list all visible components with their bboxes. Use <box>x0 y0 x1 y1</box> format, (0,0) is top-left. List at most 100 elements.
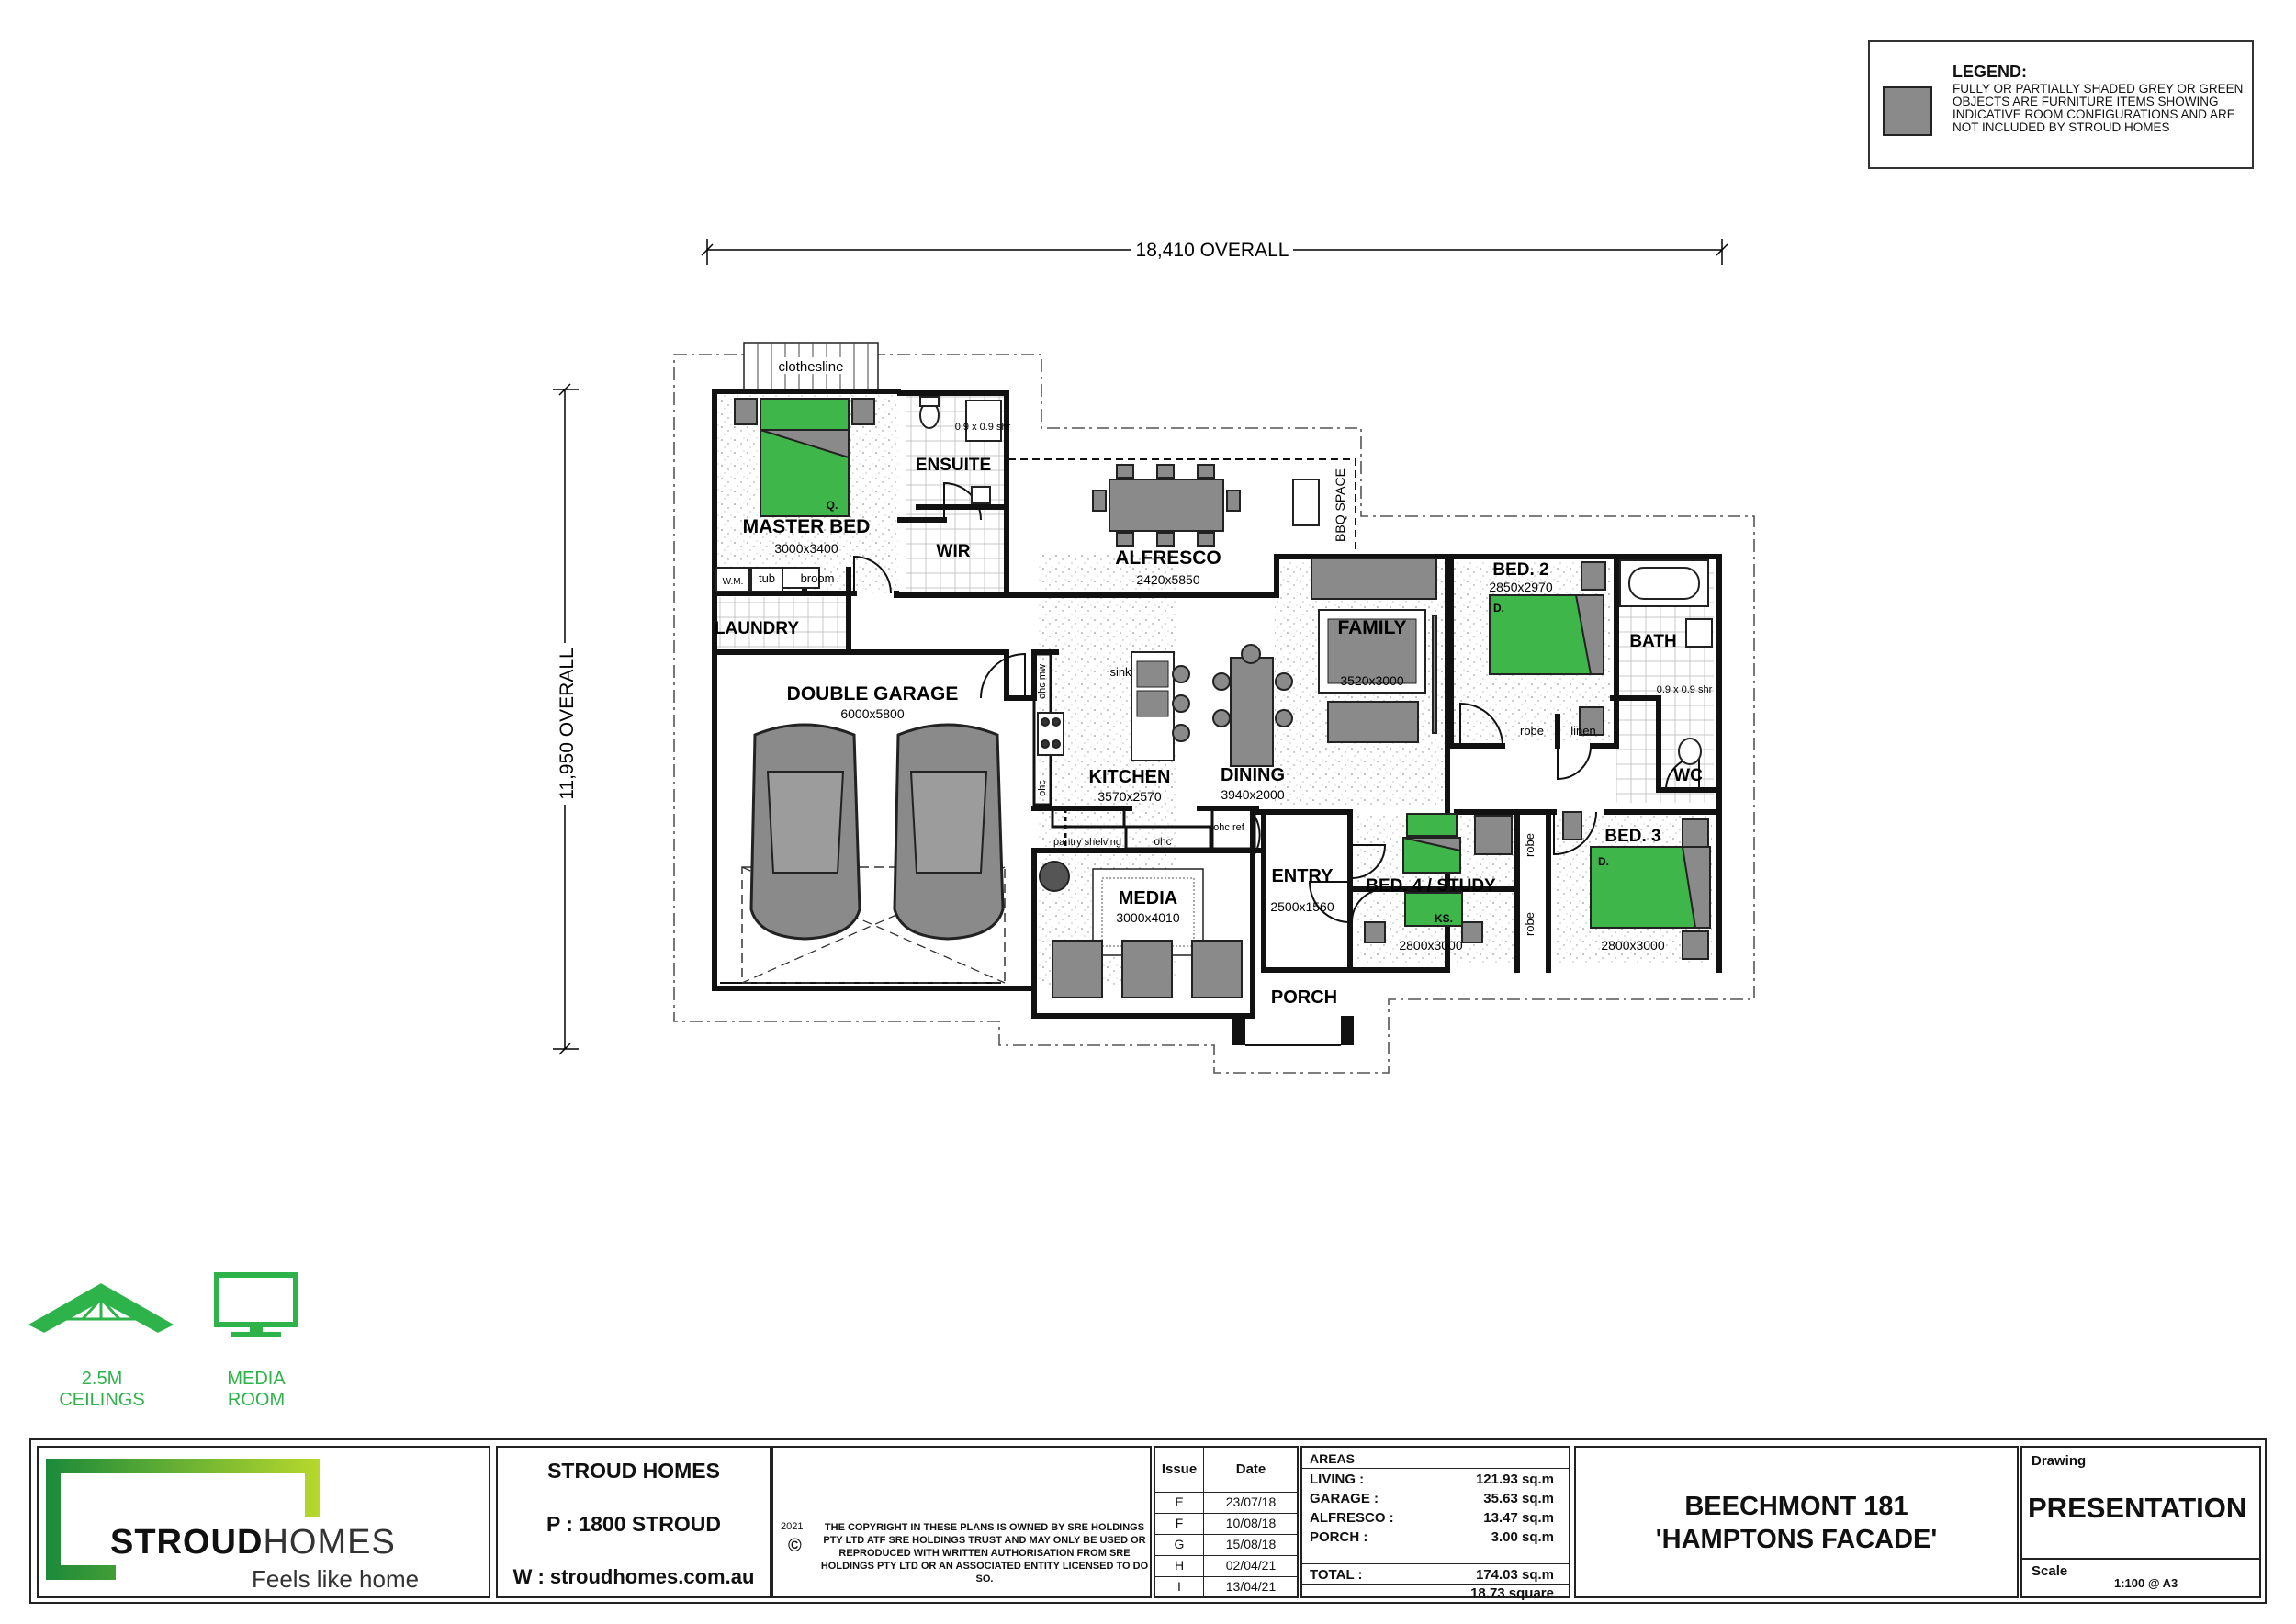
room-double-garage-size: 6000x5800 <box>840 706 905 721</box>
label-linen: linen <box>1570 724 1595 738</box>
copyright-year: 2021 <box>781 1521 804 1532</box>
contact-phone: P : 1800 STROUD <box>546 1512 722 1536</box>
room-laundry: LAUNDRY <box>715 619 800 638</box>
label-ohc-ref: ohc ref <box>1213 822 1245 833</box>
area-label: LIVING : <box>1310 1472 1365 1487</box>
room-family-size: 3520x3000 <box>1340 673 1404 688</box>
room-family: FAMILY <box>1337 617 1406 638</box>
areas-total-value: 174.03 sq.m <box>1475 1567 1554 1583</box>
label-bed-queen: Q. <box>827 499 838 512</box>
room-media-size: 3000x4010 <box>1116 910 1180 925</box>
areas-title: AREAS <box>1310 1451 1356 1466</box>
feature-media-room: MEDIA ROOM <box>227 1369 286 1410</box>
issue-date: 15/08/18 <box>1203 1534 1299 1556</box>
label-ohc: ohc <box>1154 835 1171 848</box>
copyright-text: THE COPYRIGHT IN THESE PLANS IS OWNED BY… <box>820 1522 1149 1585</box>
areas-total-label: TOTAL : <box>1310 1567 1363 1583</box>
room-porch: PORCH <box>1271 987 1337 1008</box>
room-kitchen-size: 3570x2570 <box>1097 789 1162 804</box>
issue-date: 13/04/21 <box>1203 1576 1299 1598</box>
roof-truss-icon <box>28 1283 174 1333</box>
garage-cars <box>720 723 1006 984</box>
issue-header: Issue <box>1155 1448 1204 1493</box>
alfresco-boundary <box>1008 458 1356 593</box>
project-name: BEECHMONT 181 <box>1684 1492 1908 1521</box>
project-cell: BEECHMONT 181 'HAMPTONS FACADE' <box>1574 1446 2019 1598</box>
room-dining: DINING <box>1221 765 1285 785</box>
room-ensuite: ENSUITE <box>916 456 991 475</box>
scale-value: 1:100 @ A3 <box>2114 1576 2178 1590</box>
label-tub: tub <box>759 571 775 585</box>
label-shower-ensuite: 0.9 x 0.9 shr <box>955 422 1011 433</box>
room-wir: WIR <box>937 542 971 561</box>
label-robe-bed4-a: robe <box>1523 833 1536 857</box>
room-bed2: BED. 2 <box>1492 560 1548 580</box>
label-ohc-side: ohc <box>1037 780 1048 796</box>
area-value: 3.00 sq.m <box>1491 1529 1554 1545</box>
contact-company: STROUD HOMES <box>547 1459 720 1483</box>
area-value: 121.93 sq.m <box>1475 1472 1554 1487</box>
room-bed3-size: 2800x3000 <box>1601 938 1665 953</box>
issue-code: H <box>1155 1555 1204 1577</box>
drawing-label: Drawing <box>2032 1453 2087 1469</box>
overall-width-label: 18,410 OVERALL <box>1136 240 1289 261</box>
room-alfresco: ALFRESCO <box>1115 547 1221 569</box>
label-bed3-double: D. <box>1598 855 1609 868</box>
overall-depth-label: 11,950 OVERALL <box>557 648 578 799</box>
drawing-value: PRESENTATION <box>2028 1492 2247 1524</box>
issue-code: F <box>1155 1513 1204 1535</box>
room-kitchen: KITCHEN <box>1089 767 1171 787</box>
label-shower-bath: 0.9 x 0.9 shr <box>1657 684 1713 695</box>
label-broom: broom <box>801 571 835 585</box>
issue-date: 10/08/18 <box>1203 1513 1299 1535</box>
room-entry: ENTRY <box>1271 866 1334 886</box>
area-value: 13.47 sq.m <box>1483 1510 1554 1526</box>
issue-date: 23/07/18 <box>1203 1492 1299 1514</box>
area-label: GARAGE : <box>1310 1491 1379 1506</box>
stroud-logo-mark <box>46 1459 320 1580</box>
issue-code: I <box>1155 1576 1204 1598</box>
fixture-labels: W.M. tub broom sink ohc mw ohc pantry sh… <box>723 422 1713 936</box>
label-wm: W.M. <box>723 577 744 587</box>
room-master-bed: MASTER BED <box>743 516 871 537</box>
date-header: Date <box>1203 1448 1299 1493</box>
monitor-icon <box>214 1272 298 1337</box>
door-swings <box>853 481 1700 923</box>
label-robe-bed4-b: robe <box>1523 912 1536 936</box>
area-value: 35.63 sq.m <box>1483 1491 1554 1506</box>
furniture <box>715 396 1713 998</box>
room-dining-size: 3940x2000 <box>1221 787 1285 802</box>
room-bbq: BBQ SPACE <box>1333 468 1347 542</box>
eave-outline <box>673 354 1755 1074</box>
brand-tagline: Feels like home <box>252 1565 420 1593</box>
contact-cell: STROUD HOMES P : 1800 STROUD W : stroudh… <box>496 1446 771 1598</box>
room-wc: WC <box>1673 766 1703 785</box>
room-bed4: BED. 4 / STUDY <box>1366 876 1496 896</box>
room-bath: BATH <box>1629 632 1676 651</box>
room-alfresco-size: 2420x5850 <box>1136 572 1200 587</box>
drawing-cell: Drawing PRESENTATION Scale 1:100 @ A3 <box>2020 1446 2261 1598</box>
copyright-cell: 2021 © THE COPYRIGHT IN THESE PLANS IS O… <box>771 1446 1152 1598</box>
label-ohc-mw: ohc mw <box>1037 664 1048 699</box>
issue-code: G <box>1155 1534 1204 1556</box>
title-block: STROUDHOMES Feels like home STROUD HOMES… <box>29 1438 2267 1604</box>
legend-text: FULLY OR PARTIALLY SHADED GREY OR GREEN … <box>1953 82 2244 134</box>
issue-date: 02/04/21 <box>1203 1555 1299 1577</box>
clothesline-label: clothesline <box>779 359 844 375</box>
contact-web: W : stroudhomes.com.au <box>512 1565 755 1588</box>
room-double-garage: DOUBLE GARAGE <box>787 683 959 705</box>
room-bed3: BED. 3 <box>1604 827 1660 846</box>
brand-logo-cell: STROUDHOMES Feels like home <box>37 1446 490 1598</box>
scale-label: Scale <box>2032 1563 2068 1579</box>
label-bed2-double: D. <box>1493 602 1504 615</box>
copyright-symbol: © <box>788 1536 802 1556</box>
feature-ceilings: 2.5M CEILINGS <box>59 1369 145 1410</box>
clothesline: clothesline <box>743 342 879 392</box>
room-bed2-size: 2850x2970 <box>1489 580 1553 594</box>
label-pantry: pantry shelving <box>1053 837 1121 848</box>
issue-code: E <box>1155 1492 1204 1514</box>
room-bed4-size: 2800x3000 <box>1399 938 1463 953</box>
